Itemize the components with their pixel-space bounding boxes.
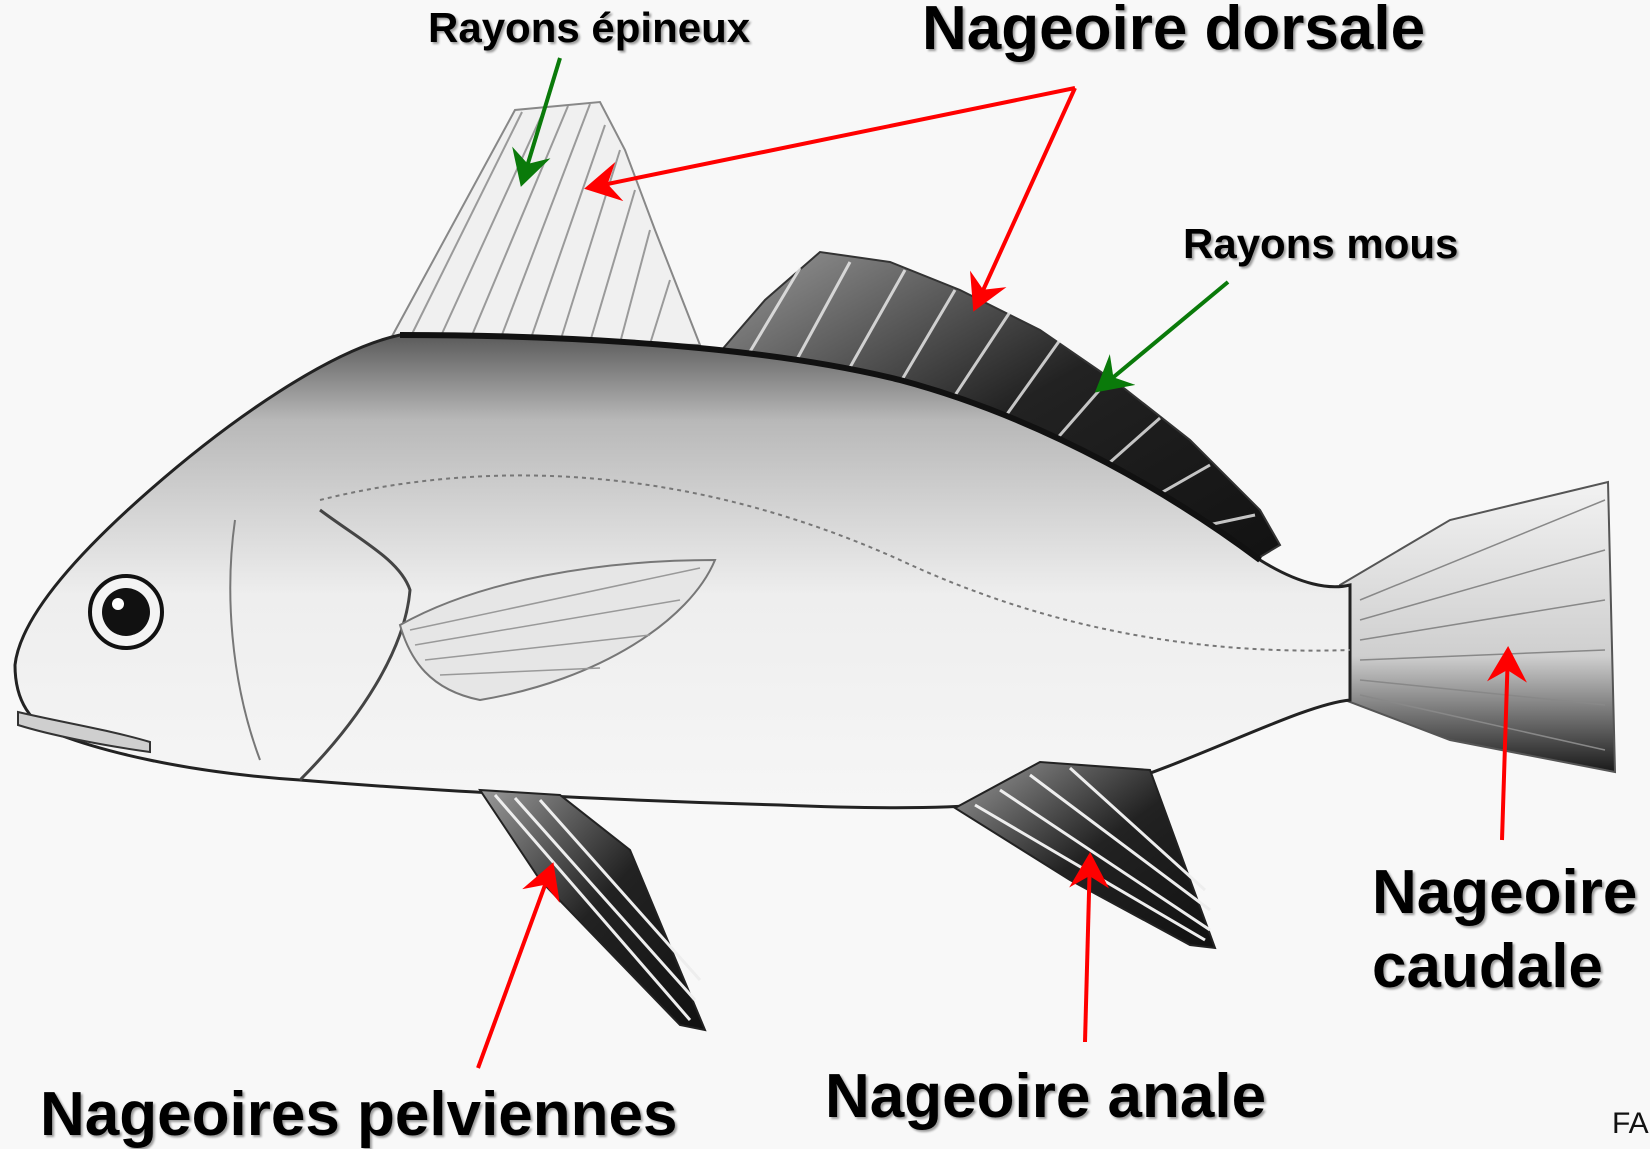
credit-text: FA bbox=[1612, 1108, 1649, 1140]
label-nageoire-anale: Nageoire anale bbox=[825, 1064, 1266, 1129]
label-rayons-epineux: Rayons épineux bbox=[428, 6, 750, 50]
arrow-rayons-mous bbox=[1098, 282, 1228, 390]
anal-fin bbox=[955, 762, 1215, 948]
label-nageoire-caudale-line2: caudale bbox=[1372, 930, 1637, 1004]
label-nageoire-caudale: Nageoire caudale bbox=[1372, 856, 1637, 1005]
caudal-fin bbox=[1340, 482, 1615, 772]
label-nageoire-caudale-line1: Nageoire bbox=[1372, 856, 1637, 930]
arrow-dorsale-spiny bbox=[588, 88, 1075, 188]
label-rayons-mous: Rayons mous bbox=[1183, 222, 1458, 266]
pelvic-fin bbox=[480, 790, 705, 1030]
label-nageoire-dorsale: Nageoire dorsale bbox=[922, 0, 1425, 61]
arrow-dorsale-soft bbox=[975, 88, 1075, 308]
spiny-dorsal-fin bbox=[390, 102, 700, 345]
label-nageoires-pelviennes: Nageoires pelviennes bbox=[40, 1082, 678, 1147]
eye bbox=[90, 576, 162, 648]
arrow-pelviennes bbox=[478, 866, 552, 1068]
